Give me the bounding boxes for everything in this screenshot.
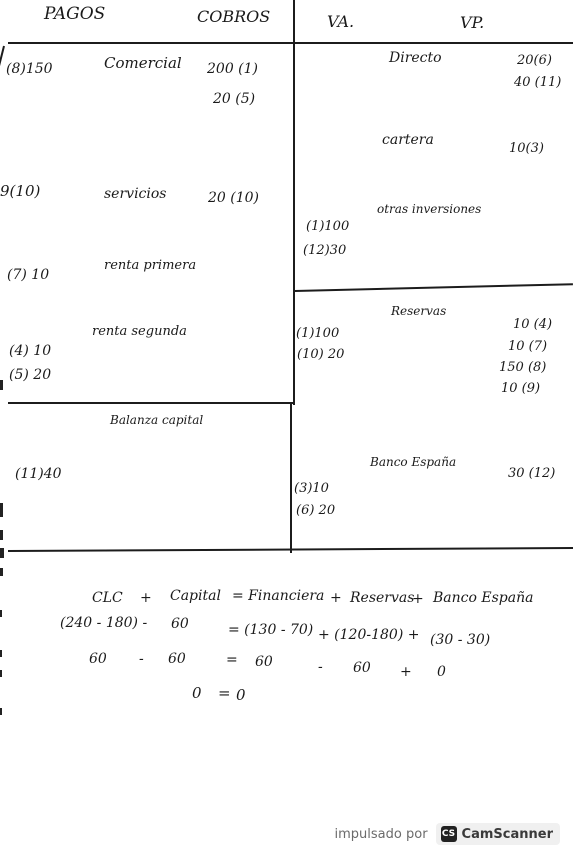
- reservas-credit-1: 10 (4): [513, 317, 553, 332]
- result-equals: =: [218, 684, 231, 702]
- banco-espana-credit: 30 (12): [508, 466, 556, 481]
- directo-credit-2: 40 (11): [514, 75, 562, 90]
- otras-inversiones-debit-2: (12)30: [303, 243, 347, 258]
- equation-row2-clc: (240 - 180) -: [60, 615, 148, 631]
- result-right: 0: [236, 686, 246, 704]
- servicios-debit: 9(10): [0, 182, 41, 200]
- reservas-credit-4: 10 (9): [501, 381, 541, 396]
- edge-mark: [0, 670, 2, 677]
- equation-row3-term: 60: [255, 654, 273, 670]
- cartera-label: cartera: [382, 132, 434, 148]
- edge-mark: [0, 650, 2, 657]
- cartera-credit: 10(3): [509, 141, 544, 156]
- renta-secundaria-debit-1: (4) 10: [9, 343, 52, 359]
- reservas-debit-2: (10) 20: [297, 347, 345, 362]
- left-diagonal-stroke: [0, 45, 5, 91]
- equation-row3-term: 0: [437, 664, 446, 680]
- balanza-capital-label: Balanza capital: [110, 413, 204, 427]
- header-cobros: COBROS: [197, 7, 271, 26]
- footer-text: impulsado por: [334, 826, 428, 842]
- edge-mark: [0, 503, 3, 517]
- camscanner-badge: CS CamScanner: [435, 823, 560, 845]
- header-va: VA.: [327, 12, 355, 31]
- otras-inversiones-label: otras inversiones: [377, 202, 482, 216]
- banco-espana-debit-1: (3)10: [294, 481, 329, 496]
- left-vertical-rule: [293, 0, 295, 405]
- equation-row3-op: -: [318, 659, 323, 675]
- comercial-debit: (8)150: [6, 61, 53, 77]
- top-rule: [8, 42, 573, 44]
- directo-label: Directo: [389, 50, 442, 66]
- equation-row3-term: 60: [89, 651, 107, 667]
- equation-term-reservas: Reservas: [350, 590, 415, 606]
- left-mid-rule: [8, 402, 294, 404]
- equation-row3-term: 60: [168, 651, 186, 667]
- reservas-credit-2: 10 (7): [508, 339, 548, 354]
- lower-vertical-rule: [290, 403, 292, 553]
- equation-row2-capital: 60: [171, 616, 189, 632]
- equation-term-clc: CLC: [92, 590, 123, 606]
- equation-plus: +: [412, 591, 424, 607]
- edge-mark: [0, 708, 2, 715]
- renta-secundaria-label: renta segunda: [92, 324, 187, 339]
- equation-row2-financiera: = (130 - 70): [228, 622, 314, 638]
- comercial-label: Comercial: [104, 54, 182, 72]
- right-mid-rule: [294, 283, 573, 292]
- comercial-credit-1: 200 (1): [207, 61, 259, 77]
- renta-primaria-label: renta primera: [104, 258, 197, 273]
- renta-secundaria-debit-2: (5) 20: [9, 367, 52, 383]
- equation-term-banco-espana: Banco España: [433, 590, 534, 606]
- camscanner-brand: CamScanner: [461, 826, 553, 842]
- comercial-credit-2: 20 (5): [213, 91, 256, 107]
- equation-plus: +: [140, 590, 152, 606]
- camscanner-logo-icon: CS: [440, 826, 457, 842]
- equation-row2-reservas: + (120-180) +: [318, 627, 420, 643]
- equation-term-financiera: = Financiera: [232, 588, 325, 604]
- edge-mark: [0, 548, 4, 558]
- servicios-label: servicios: [104, 186, 167, 202]
- reservas-credit-3: 150 (8): [499, 360, 547, 375]
- header-pagos: PAGOS: [44, 4, 106, 24]
- equation-row2-banco: (30 - 30): [430, 632, 491, 648]
- directo-credit-1: 20(6): [517, 53, 552, 68]
- equation-row3-op: -: [139, 651, 144, 667]
- edge-mark: [0, 610, 2, 617]
- equation-row3-op: =: [226, 652, 238, 668]
- otras-inversiones-debit-1: (1)100: [306, 219, 350, 234]
- result-left: 0: [192, 684, 202, 702]
- edge-mark: [0, 380, 3, 390]
- balanza-capital-debit: (11)40: [15, 466, 62, 482]
- edge-mark: [0, 530, 3, 540]
- banco-espana-debit-2: (6) 20: [296, 503, 336, 518]
- equation-term-capital: Capital: [170, 588, 221, 604]
- servicios-credit: 20 (10): [208, 190, 260, 206]
- renta-primaria-debit: (7) 10: [7, 267, 50, 283]
- edge-mark: [0, 568, 3, 576]
- equation-plus: +: [330, 590, 342, 606]
- reservas-label: Reservas: [391, 304, 447, 318]
- reservas-debit-1: (1)100: [296, 326, 340, 341]
- camscanner-watermark: impulsado por CS CamScanner: [335, 822, 560, 846]
- header-vp: VP.: [460, 13, 485, 32]
- banco-espana-label: Banco España: [370, 455, 457, 469]
- equation-row3-term: 60: [353, 660, 371, 676]
- equation-row3-op: +: [400, 664, 412, 680]
